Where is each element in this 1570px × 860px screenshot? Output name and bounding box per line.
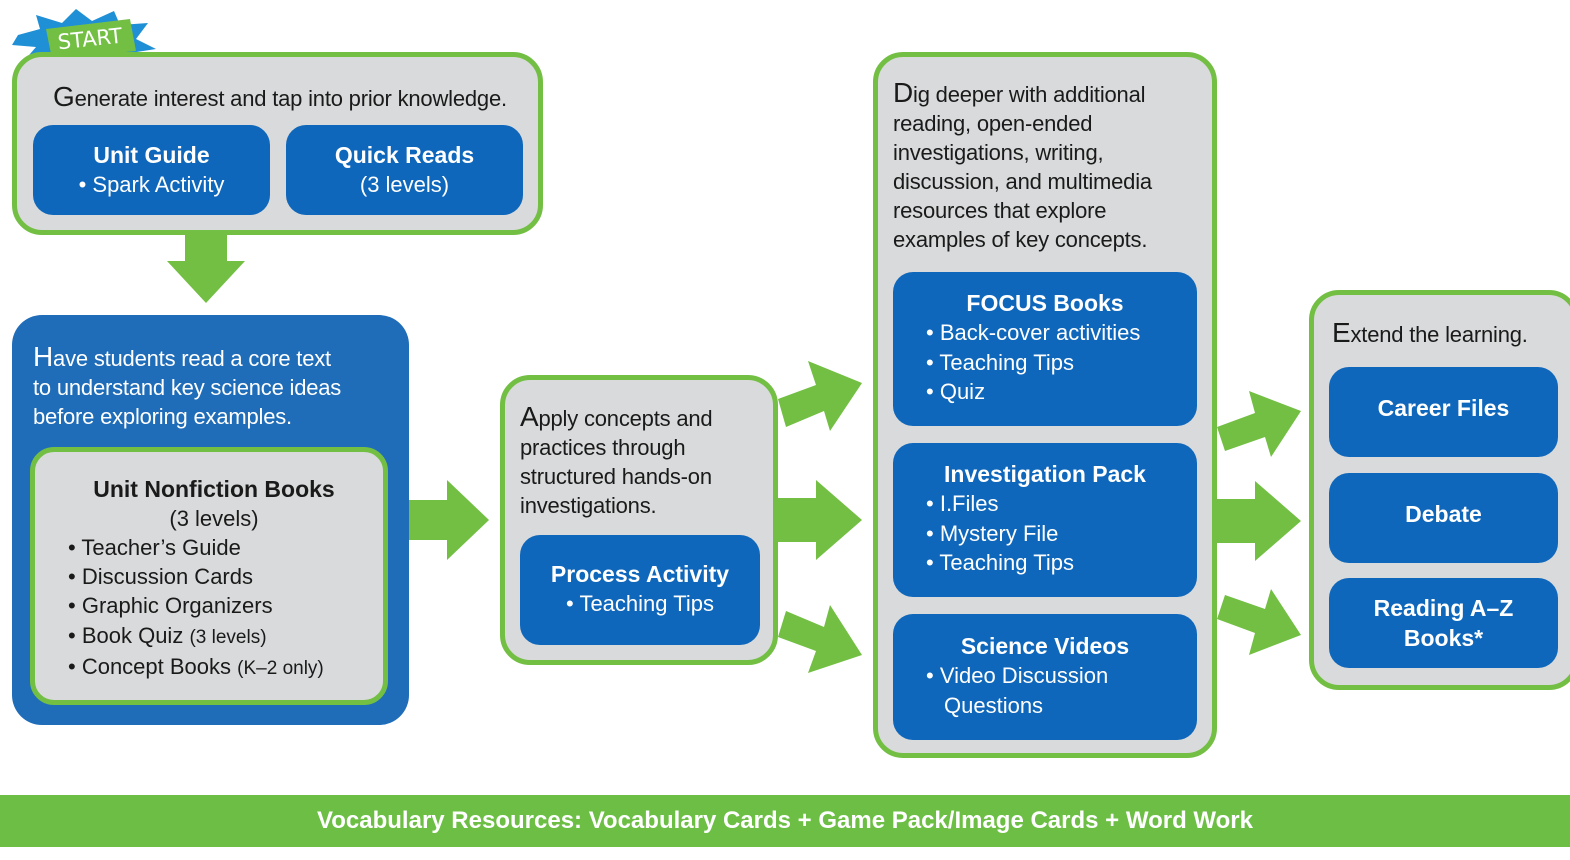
process-title: Process Activity bbox=[550, 561, 730, 587]
investigation-pack-box[interactable]: Investigation Pack I.Files Mystery File … bbox=[893, 443, 1197, 597]
debate-label: Debate bbox=[1405, 501, 1482, 527]
right-arrow-step2 bbox=[409, 480, 491, 560]
unit-nonfiction-books-box[interactable]: Unit Nonfiction Books (3 levels) Teacher… bbox=[30, 447, 388, 705]
focus-list: Back-cover activities Teaching Tips Quiz bbox=[893, 318, 1197, 407]
focus-item: Quiz bbox=[926, 377, 1197, 407]
unit-guide-item: • Spark Activity bbox=[78, 172, 225, 197]
investigation-list: I.Files Mystery File Teaching Tips bbox=[893, 489, 1197, 578]
books-item: Book Quiz (3 levels) bbox=[68, 621, 383, 652]
books-list: Teacher’s Guide Discussion Cards Graphic… bbox=[68, 533, 383, 683]
quick-reads-subtitle: (3 levels) bbox=[359, 172, 450, 197]
down-arrow bbox=[165, 235, 247, 305]
arrow-down-icon bbox=[167, 235, 245, 303]
videos-item: Video Discussion bbox=[926, 661, 1197, 691]
reading-az-line1: Reading A–Z bbox=[1373, 595, 1514, 621]
unit-guide-box[interactable]: Unit Guide • Spark Activity bbox=[33, 125, 270, 215]
arrow-right-icon bbox=[409, 480, 489, 560]
reading-az-line2: Books* bbox=[1403, 625, 1484, 651]
focus-item: Back-cover activities bbox=[926, 318, 1197, 348]
career-files-label: Career Files bbox=[1377, 395, 1510, 421]
reading-az-books-box[interactable]: Reading A–Z Books* bbox=[1329, 578, 1558, 668]
focus-item: Teaching Tips bbox=[926, 348, 1197, 378]
investigation-item: Teaching Tips bbox=[926, 548, 1197, 578]
science-videos-box[interactable]: Science Videos Video Discussion Question… bbox=[893, 614, 1197, 740]
debate-box[interactable]: Debate bbox=[1329, 473, 1558, 563]
career-files-box[interactable]: Career Files bbox=[1329, 367, 1558, 457]
books-subtitle: (3 levels) bbox=[169, 506, 259, 531]
step2-intro: Have students read a core text to unders… bbox=[33, 341, 342, 429]
step3-intro: Apply concepts and practices through str… bbox=[520, 401, 713, 518]
books-item: Graphic Organizers bbox=[68, 591, 383, 620]
process-item: • Teaching Tips bbox=[566, 591, 714, 616]
videos-title: Science Videos bbox=[960, 633, 1130, 659]
process-activity-box[interactable]: Process Activity • Teaching Tips bbox=[520, 535, 760, 645]
focus-books-box[interactable]: FOCUS Books Back-cover activities Teachi… bbox=[893, 272, 1197, 426]
step4-intro: Dig deeper with additional reading, open… bbox=[893, 77, 1152, 252]
books-item: Discussion Cards bbox=[68, 562, 383, 591]
fan-arrows-step3 bbox=[776, 355, 866, 675]
books-item: Concept Books (K–2 only) bbox=[68, 652, 383, 683]
investigation-title: Investigation Pack bbox=[944, 461, 1146, 487]
books-title: Unit Nonfiction Books bbox=[93, 476, 335, 502]
focus-title: FOCUS Books bbox=[966, 290, 1124, 316]
books-item: Teacher’s Guide bbox=[68, 533, 383, 562]
quick-reads-title: Quick Reads bbox=[334, 142, 475, 168]
quick-reads-box[interactable]: Quick Reads (3 levels) bbox=[286, 125, 523, 215]
videos-list: Video Discussion Questions bbox=[893, 661, 1197, 720]
unit-guide-title: Unit Guide bbox=[93, 142, 210, 168]
step5-intro: Extend the learning. bbox=[1332, 317, 1528, 348]
step1-intro: Generate interest and tap into prior kno… bbox=[53, 81, 507, 112]
investigation-item: Mystery File bbox=[926, 519, 1197, 549]
arrow-fan-icon bbox=[778, 361, 862, 673]
vocabulary-resources-bar: Vocabulary Resources: Vocabulary Cards +… bbox=[0, 795, 1570, 847]
videos-item-continued: Questions bbox=[944, 692, 1044, 718]
arrow-fan-icon bbox=[1217, 391, 1301, 655]
investigation-item: I.Files bbox=[926, 489, 1197, 519]
fan-arrows-step4 bbox=[1215, 385, 1305, 660]
